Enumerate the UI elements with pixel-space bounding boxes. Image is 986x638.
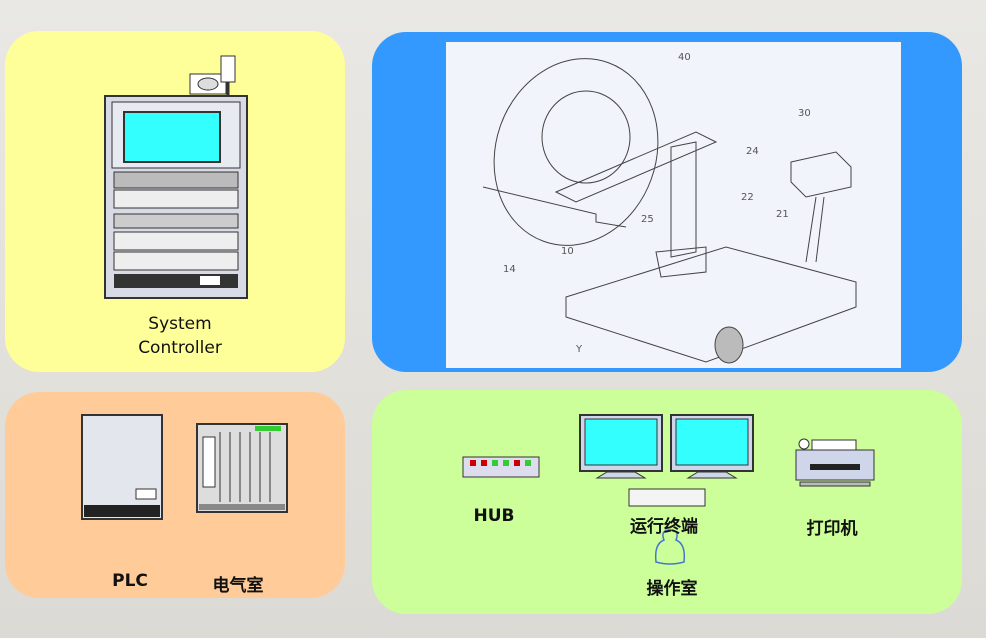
system-label-line1: System bbox=[148, 314, 212, 334]
drawing-sketch: 40 30 24 22 21 25 10 14 Y bbox=[482, 52, 857, 364]
part-number-21: 21 bbox=[776, 209, 789, 220]
part-number-10: 10 bbox=[561, 246, 574, 257]
printer-icon bbox=[795, 438, 875, 487]
plc-label: PLC bbox=[112, 571, 148, 591]
axis-y-label: Y bbox=[575, 344, 583, 355]
part-number-25: 25 bbox=[641, 214, 654, 225]
electrical-room-label: 电气室 bbox=[212, 576, 264, 596]
operator-person-icon bbox=[654, 529, 686, 565]
part-number-22: 22 bbox=[741, 192, 754, 203]
server-rack-icon bbox=[104, 55, 248, 299]
electrical-rack-icon bbox=[196, 423, 288, 513]
part-number-40: 40 bbox=[678, 52, 691, 63]
monitor-icon bbox=[579, 414, 663, 479]
part-number-14: 14 bbox=[503, 264, 516, 275]
hub-label: HUB bbox=[473, 506, 515, 526]
terminal-label: 运行终端 bbox=[630, 517, 698, 537]
monitor-icon bbox=[670, 414, 754, 479]
system-label-line2: Controller bbox=[138, 338, 222, 358]
part-number-24: 24 bbox=[746, 146, 759, 157]
plc-cabinet-icon bbox=[81, 414, 163, 520]
keyboard-icon bbox=[628, 488, 706, 507]
electrical-room-panel bbox=[5, 392, 345, 598]
printer-label: 打印机 bbox=[806, 519, 858, 539]
hub-icon bbox=[462, 456, 540, 478]
part-number-30: 30 bbox=[798, 108, 811, 119]
operation-room-label: 操作室 bbox=[646, 579, 698, 599]
equipment-patent-drawing: 40 30 24 22 21 25 10 14 Y bbox=[446, 42, 901, 368]
